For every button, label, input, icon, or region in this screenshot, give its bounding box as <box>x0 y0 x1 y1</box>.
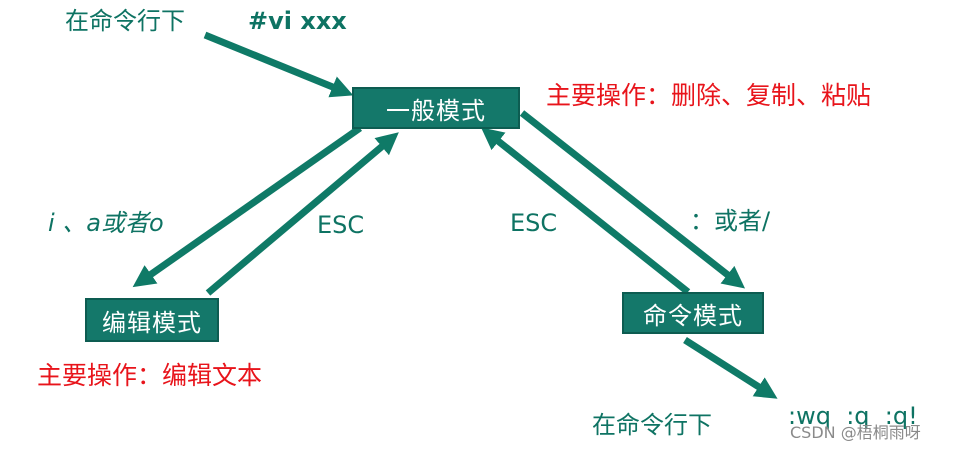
arrow-down-right-icon <box>519 110 746 289</box>
edit-mode-operations: 主要操作：编辑文本 <box>37 361 263 390</box>
vi-command: #vi xxx <box>248 7 347 35</box>
colon-slash-label: ：或者/ <box>690 207 771 235</box>
watermark: CSDN @梧桐雨呀 <box>790 423 921 442</box>
arrow-up-right-icon <box>205 132 399 296</box>
command-mode-node: 命令模式 <box>622 292 764 334</box>
arrow-down-left-icon <box>132 125 363 288</box>
top-prompt-label: 在命令行下 <box>65 7 185 35</box>
normal-mode-operations: 主要操作：删除、复制、粘贴 <box>546 81 872 110</box>
quit-commands: :wq :q :q! <box>788 402 918 430</box>
arrow-up-left-icon <box>480 127 691 295</box>
arrow-right-down-icon <box>203 31 354 98</box>
esc-label-left: ESC <box>317 211 365 239</box>
esc-label-right: ESC <box>510 209 558 237</box>
arrow-down-right-icon <box>683 337 778 399</box>
insert-keys-label: i 、a或者o <box>48 209 164 237</box>
edit-mode-node: 编辑模式 <box>85 298 219 342</box>
normal-mode-node: 一般模式 <box>352 87 520 129</box>
bottom-prompt-label: 在命令行下 <box>592 411 712 439</box>
